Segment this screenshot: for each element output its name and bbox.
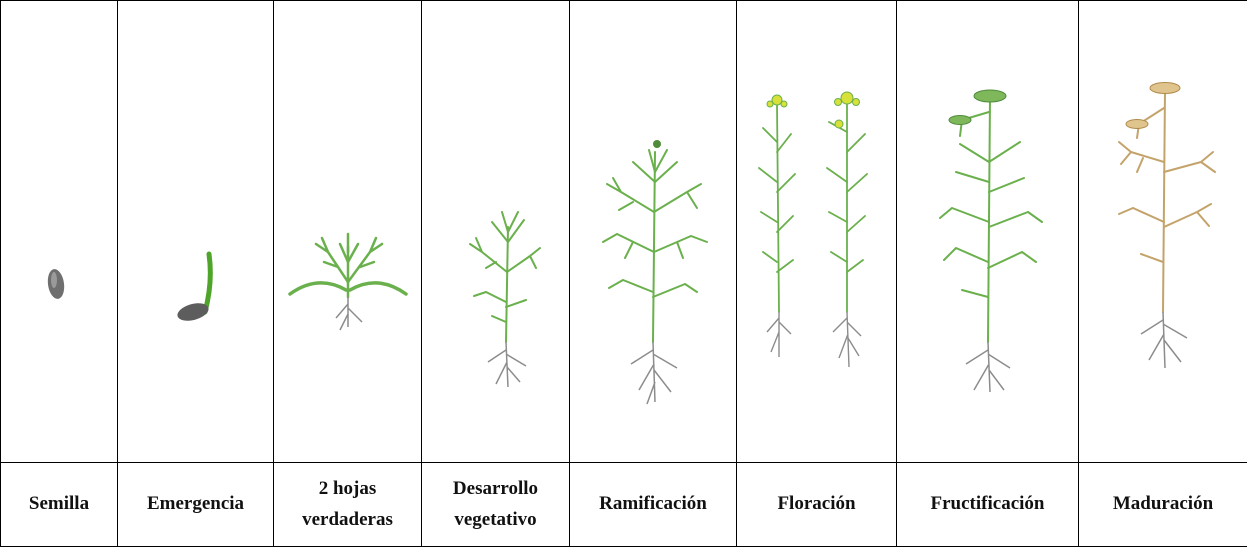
stage-image-cell-ramificacion [570, 1, 737, 463]
vegetative-plant-illustration [426, 12, 566, 452]
stage-image-cell-fructificacion [897, 1, 1079, 463]
stage-image-cell-2-hojas [274, 1, 422, 463]
stage-image-cell-maduracion [1079, 1, 1247, 463]
stage-image-cell-emergencia [118, 1, 274, 463]
stage-label-emergencia: Emergencia [118, 463, 274, 547]
two-leaves-plant-illustration [278, 12, 418, 452]
flowering-plants-illustration [739, 12, 894, 452]
stage-image-cell-desarrollo [422, 1, 570, 463]
branching-plant-illustration [573, 12, 733, 452]
stage-label-text: Floración [777, 493, 855, 514]
fruiting-plant-illustration [900, 12, 1075, 452]
stage-label-text: Semilla [29, 493, 89, 514]
stage-image-cell-floracion [737, 1, 897, 463]
stage-label-ramificacion: Ramificación [570, 463, 737, 547]
stage-label-text: Desarrollo vegetativo [453, 478, 538, 529]
stage-label-text: 2 hojas verdaderas [302, 478, 393, 529]
stage-image-cell-semilla [1, 1, 118, 463]
stage-label-fructificacion: Fructificación [897, 463, 1079, 547]
stage-label-desarrollo: Desarrollo vegetativo [422, 463, 570, 547]
stage-label-floracion: Floración [737, 463, 897, 547]
mature-plant-illustration [1083, 12, 1243, 452]
stage-label-semilla: Semilla [1, 463, 118, 547]
stage-label-2-hojas: 2 hojas verdaderas [274, 463, 422, 547]
seed-illustration [4, 12, 114, 452]
stage-label-text: Ramificación [599, 493, 707, 514]
emerging-seedling-illustration [121, 12, 271, 452]
stage-label-text: Maduración [1113, 493, 1213, 514]
stage-label-text: Emergencia [147, 493, 244, 514]
stage-label-maduracion: Maduración [1079, 463, 1247, 547]
stage-label-text: Fructificación [931, 493, 1045, 514]
